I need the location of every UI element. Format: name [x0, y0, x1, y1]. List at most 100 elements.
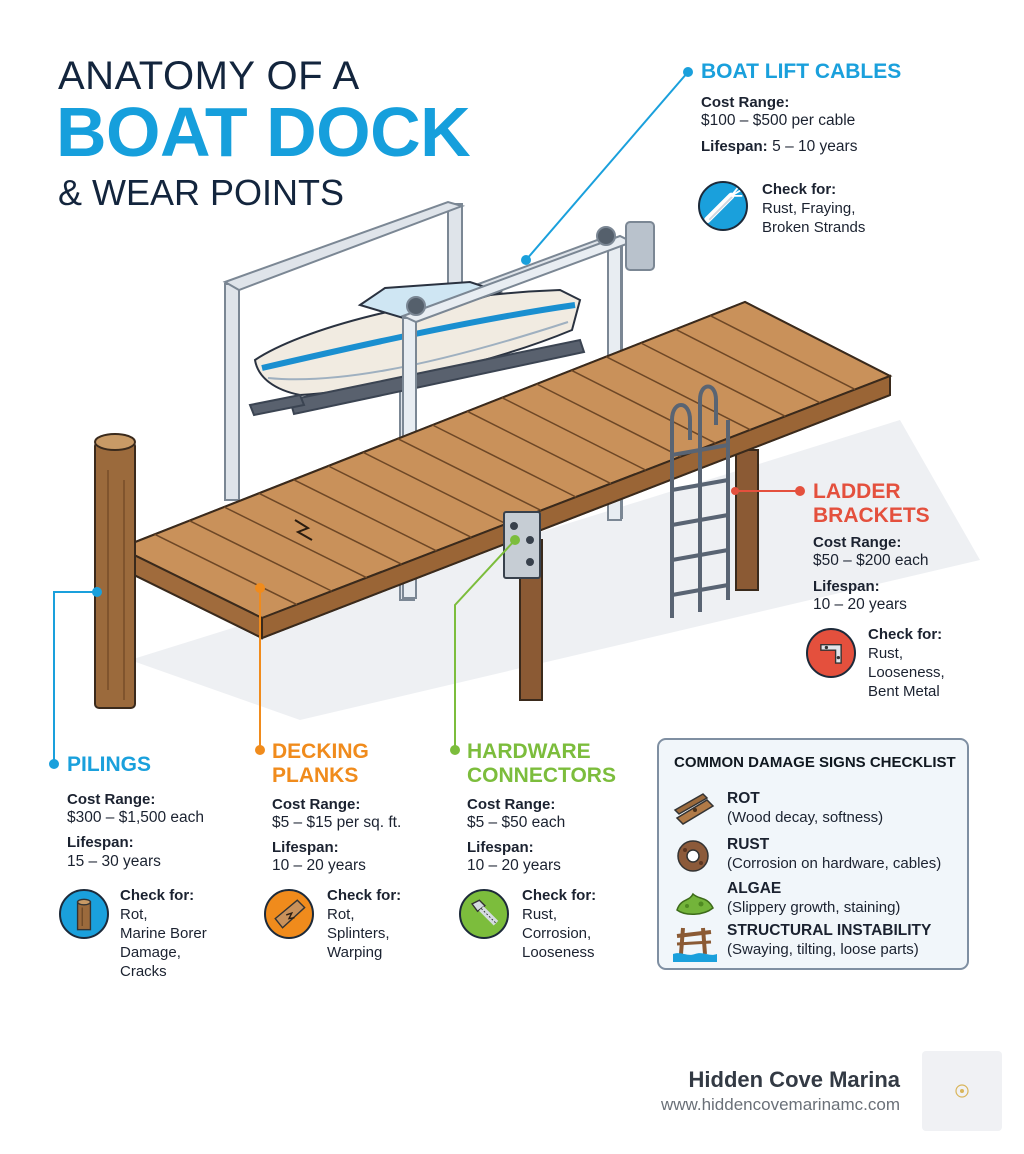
pilings-check: Check for: Rot, Marine Borer Damage, Cra…: [120, 886, 207, 981]
deck-plank-lines: [154, 314, 856, 606]
title-line: DECKING: [272, 740, 369, 763]
decking-planks-check: Check for: Rot, Splinters, Warping: [327, 886, 401, 962]
check-label: Check for:: [522, 887, 597, 904]
boat-lift-cables-lifespan: Lifespan: 5 – 10 years: [701, 137, 857, 156]
checklist-item-structural-instability: STRUCTURAL INSTABILITY (Swaying, tilting…: [673, 922, 963, 964]
boat-lift-cables-cost-label: Cost Range:: [701, 94, 790, 111]
title-line: CONNECTORS: [467, 764, 616, 787]
check-label: Check for:: [120, 887, 195, 904]
callout-leader-lines: [49, 67, 805, 769]
checklist-item-name: ROT: [727, 790, 760, 807]
pilings-lifespan-value: 15 – 30 years: [67, 853, 161, 870]
checklist-item-rot: ROT (Wood decay, softness): [673, 790, 963, 832]
deck-plank-seam: [293, 478, 437, 552]
ladder-brackets-lifespan-value: 10 – 20 years: [813, 596, 907, 613]
check-item: Bent Metal: [868, 683, 940, 700]
check-item: Rust,: [522, 906, 558, 923]
boat-lift-cables-lifespan-value: 5 – 10 years: [772, 138, 858, 155]
check-item: Damage,: [120, 944, 181, 961]
deck-plank-seam: [189, 519, 333, 592]
damage-checklist: COMMON DAMAGE SIGNS CHECKLIST ROT (Wood …: [657, 738, 969, 970]
boat-lift-cables-title: BOAT LIFT CABLES: [701, 60, 902, 83]
deck-plank-seam: [327, 465, 472, 539]
deck-plank-seam: [223, 506, 367, 579]
title-line: BRACKETS: [813, 504, 930, 527]
brand-url[interactable]: www.hiddencovemarinamc.com: [660, 1095, 900, 1114]
checklist-item-desc: (Corrosion on hardware, cables): [727, 855, 942, 872]
brand-block: Hidden Cove Marina www.hiddencovemarinam…: [661, 1067, 900, 1115]
rotten-wood-icon: [673, 793, 715, 825]
title-line-3: & WEAR POINTS: [58, 172, 345, 213]
ladder-brackets-cost-value: $50 – $200 each: [813, 552, 929, 569]
check-item: Splinters,: [327, 925, 390, 942]
check-item: Rot,: [327, 906, 355, 923]
ground-shadow: [130, 420, 980, 720]
checklist-item-algae: ALGAE (Slippery growth, staining): [673, 880, 963, 922]
deck-plank-seam: [362, 451, 507, 525]
checklist-item-rust: RUST (Corrosion on hardware, cables): [673, 836, 963, 878]
decking-planks-cost-label: Cost Range:: [272, 796, 361, 813]
hardware-connectors-cost-value: $5 – $50 each: [467, 814, 566, 831]
check-item: Looseness,: [868, 664, 945, 681]
ladder-brackets-cost-label: Cost Range:: [813, 534, 902, 551]
hardware-connectors-title: HARDWARE CONNECTORS: [467, 740, 616, 788]
deck-plank-seam: [258, 492, 402, 565]
deck-plank-seam: [640, 342, 786, 418]
hardware-connectors-cost-label: Cost Range:: [467, 796, 556, 813]
deck-plank-seam: [397, 437, 542, 512]
deck-plank-seam: [605, 355, 751, 431]
dock-deck: [117, 300, 893, 640]
checklist-item-desc: (Slippery growth, staining): [727, 899, 901, 916]
decking-planks-lifespan-value: 10 – 20 years: [272, 857, 366, 874]
unstable-structure-icon: [673, 927, 717, 962]
check-item: Corrosion,: [522, 925, 592, 942]
decking-planks-lifespan-label: Lifespan:: [272, 839, 339, 856]
boat-lift-cables-lifespan-label: Lifespan:: [701, 138, 768, 155]
deck-plank-seam: [536, 383, 682, 458]
check-item: Broken Strands: [762, 219, 866, 236]
check-item: Rust, Fraying,: [762, 200, 856, 217]
decking-planks-cost-value: $5 – $15 per sq. ft.: [272, 814, 402, 831]
piling-post: [94, 433, 136, 709]
pilings-title: PILINGS: [67, 753, 152, 776]
check-item: Warping: [327, 944, 383, 961]
ladder-brackets-check: Check for: Rust, Looseness, Bent Metal: [868, 625, 945, 701]
cracked-plank-icon: [264, 889, 314, 939]
ladder-brackets-title: LADDER BRACKETS: [813, 480, 930, 528]
hardware-connectors-check: Check for: Rust, Corrosion, Looseness: [522, 886, 596, 962]
checklist-item-name: RUST: [727, 836, 770, 853]
check-item: Looseness: [522, 944, 595, 961]
pilings-cost-value: $300 – $1,500 each: [67, 809, 205, 826]
deck-crack: [294, 519, 313, 541]
hardware-connectors-lifespan-value: 10 – 20 years: [467, 857, 561, 874]
check-label: Check for:: [327, 887, 402, 904]
rusty-ring-icon: [677, 840, 709, 872]
ladder-brackets-lifespan-label: Lifespan:: [813, 578, 880, 595]
checklist-title: COMMON DAMAGE SIGNS CHECKLIST: [674, 754, 956, 771]
deck-plank-seam: [675, 328, 821, 404]
deck-plank-seam: [466, 410, 612, 485]
piling-icon: [59, 889, 109, 939]
hardware-connectors-lifespan-label: Lifespan:: [467, 839, 534, 856]
lift-beams: [248, 338, 586, 417]
title-line: HARDWARE: [467, 740, 591, 763]
pilings-cost-label: Cost Range:: [67, 791, 156, 808]
checklist-item-name: ALGAE: [727, 880, 782, 897]
title-line: PLANKS: [272, 764, 359, 787]
deck-plank-seam: [501, 396, 647, 471]
hardware-bracket: [503, 511, 541, 579]
decking-planks-title: DECKING PLANKS: [272, 740, 369, 788]
dock-support-posts: [519, 449, 759, 701]
title-line-2: BOAT DOCK: [56, 93, 471, 171]
checklist-item-name: STRUCTURAL INSTABILITY: [727, 922, 932, 939]
check-label: Check for:: [762, 181, 837, 198]
bracket-icon: [806, 628, 856, 678]
deck-plank-seam: [432, 424, 577, 498]
boat-lift-cables-cost-value: $100 – $500 per cable: [701, 112, 856, 129]
check-item: Rot,: [120, 906, 148, 923]
brand-name: Hidden Cove Marina: [688, 1067, 900, 1092]
logo-icon: [955, 1084, 969, 1098]
bolt-icon: [459, 889, 509, 939]
check-label: Check for:: [868, 626, 943, 643]
